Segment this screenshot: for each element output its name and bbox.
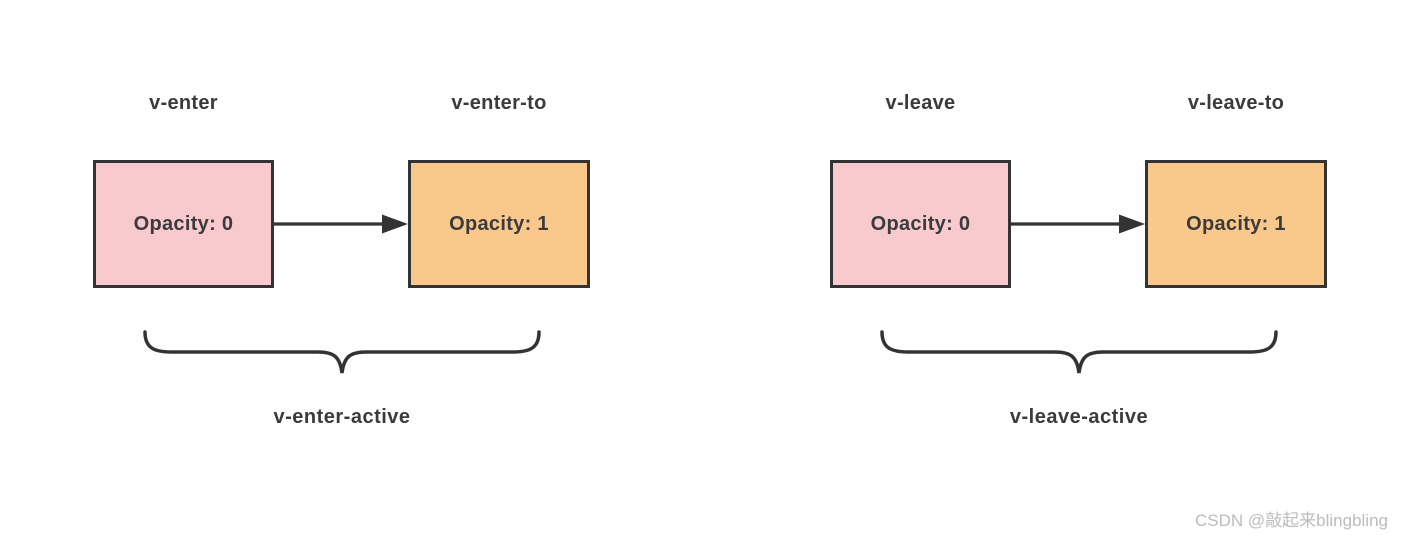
csdn-watermark: CSDN @敲起来blingbling	[1195, 511, 1388, 530]
leave-start-state-label: v-leave	[885, 92, 956, 114]
underbrace-icon	[880, 330, 1278, 374]
enter-start-state-label: v-enter	[149, 92, 218, 114]
leave-end-state-label: v-leave-to	[1187, 92, 1285, 114]
leave-start-state-box: Opacity: 0	[830, 160, 1011, 288]
leave-end-box-value: Opacity: 1	[1186, 212, 1286, 235]
leave-end-state-box: Opacity: 1	[1145, 160, 1327, 288]
leave-transition-group: v-leave v-leave-to Opacity: 0 Opacity: 1…	[830, 0, 1330, 541]
enter-start-state-box: Opacity: 0	[93, 160, 274, 288]
enter-start-box-value: Opacity: 0	[133, 212, 234, 235]
enter-transition-group: v-enter v-enter-to Opacity: 0 Opacity: 1…	[93, 0, 593, 541]
leave-start-box-value: Opacity: 0	[870, 212, 971, 235]
enter-active-label: v-enter-active	[273, 406, 411, 428]
enter-end-state-box: Opacity: 1	[408, 160, 590, 288]
enter-end-state-label: v-enter-to	[451, 92, 547, 114]
enter-end-box-value: Opacity: 1	[449, 212, 549, 235]
right-arrow-icon	[274, 214, 408, 234]
right-arrow-icon	[1011, 214, 1145, 234]
underbrace-icon	[143, 330, 541, 374]
leave-active-label: v-leave-active	[1009, 406, 1149, 428]
